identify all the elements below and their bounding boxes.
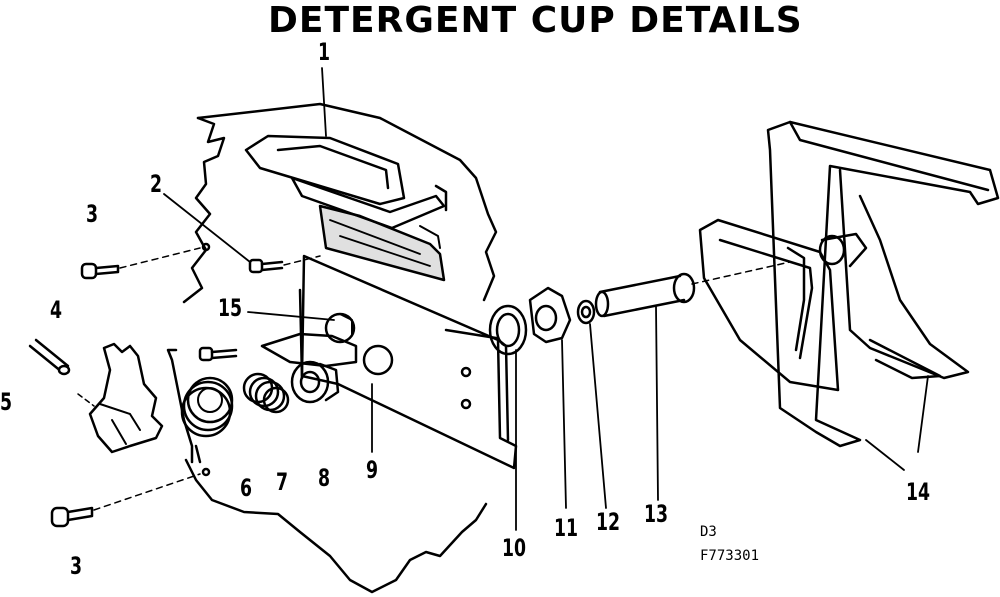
- callout-1: 1: [318, 38, 331, 66]
- callout-3-upper: 3: [86, 200, 99, 228]
- callout-10: 10: [502, 534, 527, 562]
- screw-lower-left: [50, 467, 211, 528]
- knob: [528, 286, 572, 344]
- diagram-title: DETERGENT CUP DETAILS: [268, 0, 803, 41]
- callout-2: 2: [150, 170, 163, 198]
- small-spring: [242, 372, 290, 414]
- large-spring: [180, 376, 234, 438]
- drawing-code-number: F773301: [700, 548, 760, 564]
- cup-assembly: [698, 120, 1000, 448]
- screw-part-2: [248, 255, 321, 274]
- callout-5: 5: [0, 388, 13, 416]
- screw-upper-left: [80, 242, 211, 280]
- latch-lever: [77, 342, 164, 454]
- shaft: [594, 261, 791, 318]
- gasket: [488, 304, 528, 356]
- callout-9: 9: [366, 456, 379, 484]
- bushing: [290, 360, 340, 404]
- callout-11: 11: [554, 514, 579, 542]
- door-panel-outline: [182, 102, 498, 594]
- spring-wire: [166, 348, 202, 464]
- leader-lines: [163, 67, 929, 531]
- screw-part-15: [198, 346, 238, 362]
- callout-7: 7: [276, 468, 289, 496]
- drawing-code-d3: D3: [700, 524, 717, 540]
- callout-15: 15: [218, 294, 243, 322]
- washer: [576, 299, 596, 325]
- cover-plate: [298, 254, 518, 470]
- callout-3-lower: 3: [70, 552, 83, 580]
- detergent-cup-housing: [244, 134, 448, 282]
- cam-actuator: [260, 312, 358, 368]
- callout-12: 12: [596, 508, 621, 536]
- callout-4: 4: [50, 296, 63, 324]
- callout-14: 14: [906, 478, 931, 506]
- callout-13: 13: [644, 500, 669, 528]
- pin: [28, 338, 71, 376]
- callout-8: 8: [318, 464, 331, 492]
- callout-6: 6: [240, 474, 253, 502]
